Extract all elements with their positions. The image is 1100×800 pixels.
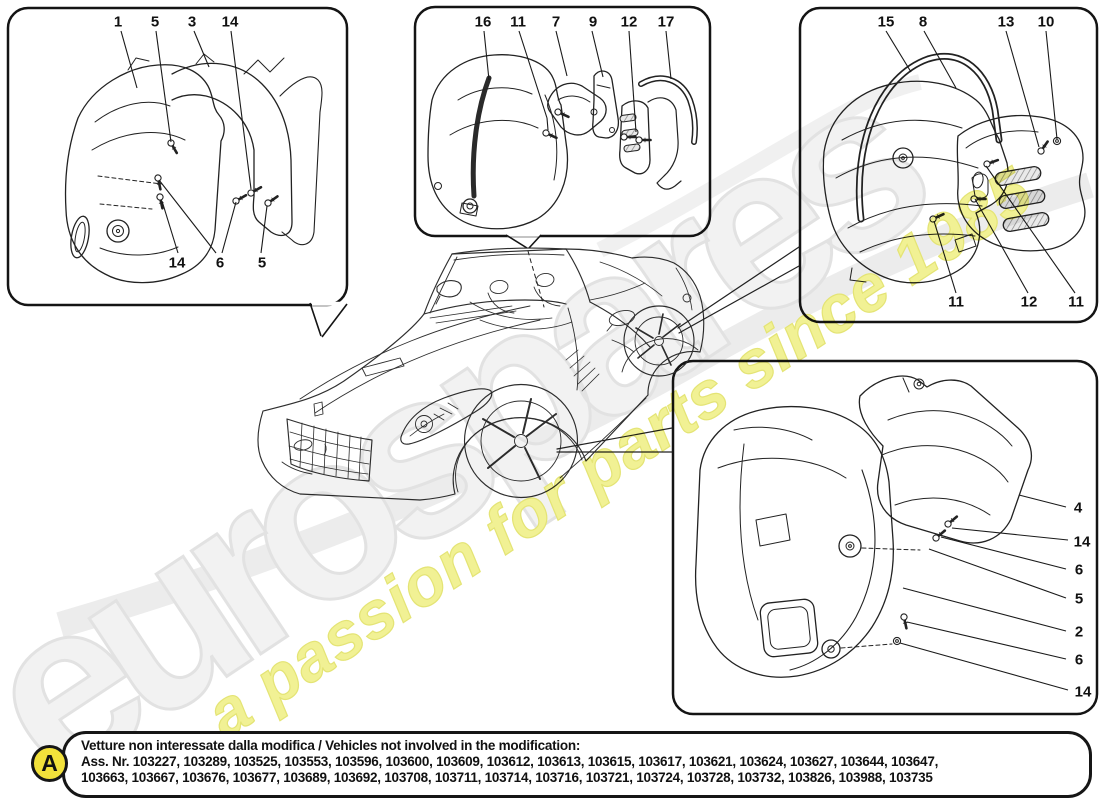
mid-wheelhouse-diagram — [427, 54, 698, 230]
callout-6[interactable]: 6 — [215, 254, 225, 272]
note-line-2: Ass. Nr. 103227, 103289, 103525, 103553,… — [81, 753, 939, 769]
callout-5[interactable]: 5 — [257, 254, 267, 272]
note-badge-a: A — [31, 745, 68, 782]
note-line-3: 103663, 103667, 103676, 103677, 103689, … — [81, 769, 933, 785]
watermark-swoosh-upper — [596, 74, 922, 258]
callout-12[interactable]: 12 — [620, 13, 638, 31]
callout-5[interactable]: 5 — [150, 13, 160, 31]
callout-17[interactable]: 17 — [657, 13, 675, 31]
callout-14[interactable]: 14 — [221, 13, 239, 31]
callout-1[interactable]: 1 — [113, 13, 123, 31]
front-wheelhouse-diagram — [64, 53, 323, 284]
callout-7[interactable]: 7 — [551, 13, 561, 31]
callout-14[interactable]: 14 — [1074, 683, 1092, 701]
callout-5[interactable]: 5 — [1074, 590, 1084, 608]
callout-9[interactable]: 9 — [588, 13, 598, 31]
callout-10[interactable]: 10 — [1037, 13, 1055, 31]
leader-lines — [120, 30, 1076, 691]
watermark-swoosh — [56, 172, 1094, 638]
note-title: Vetture non interessate dalla modifica /… — [81, 738, 581, 753]
detail-wheelhouse-box — [671, 359, 1099, 716]
callout-13[interactable]: 13 — [997, 13, 1015, 31]
callout-14[interactable]: 14 — [168, 254, 186, 272]
callout-14[interactable]: 14 — [1073, 533, 1091, 551]
callout-2[interactable]: 2 — [1074, 623, 1084, 641]
callout-8[interactable]: 8 — [918, 13, 928, 31]
callout-11[interactable]: 11 — [1068, 293, 1084, 311]
callout-11[interactable]: 11 — [948, 293, 964, 311]
callout-16[interactable]: 16 — [474, 13, 492, 31]
callout-12[interactable]: 12 — [1020, 293, 1038, 311]
callout-4[interactable]: 4 — [1073, 499, 1083, 517]
callout-boxes — [6, 5, 1099, 716]
mid-wheelhouse-box — [413, 5, 712, 238]
modification-note-box: Vetture non interessate dalla modifica /… — [62, 731, 1092, 798]
callout-3[interactable]: 3 — [187, 13, 197, 31]
detail-wheelhouse-diagram — [694, 375, 1032, 678]
callout-6[interactable]: 6 — [1074, 561, 1084, 579]
callout-6[interactable]: 6 — [1074, 651, 1084, 669]
callout-15[interactable]: 15 — [877, 13, 895, 31]
box-tails — [309, 232, 542, 338]
rear-wheelhouse-box — [798, 6, 1099, 324]
connector-lines — [527, 246, 800, 453]
front-wheelhouse-box — [6, 6, 349, 307]
callout-11[interactable]: 11 — [510, 13, 526, 31]
